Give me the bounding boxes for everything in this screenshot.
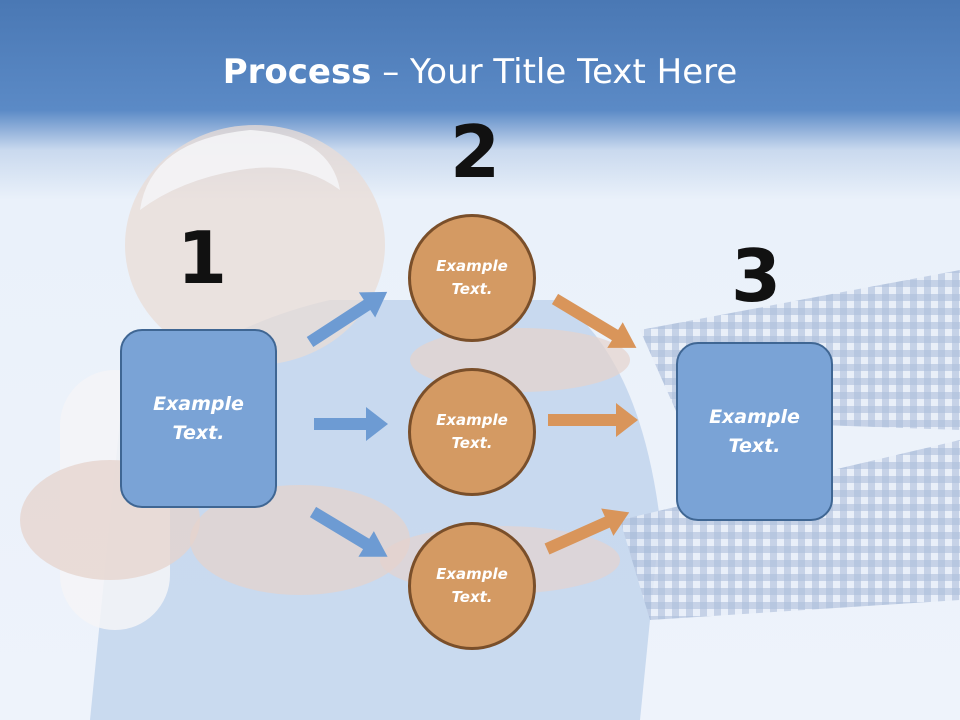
left-box-text: Example Text. <box>153 390 244 448</box>
blue-arrow-up <box>306 291 388 348</box>
blue-arrow-down <box>309 506 388 557</box>
orange-arrow-up <box>544 508 630 555</box>
right-box-text: Example Text. <box>709 403 800 461</box>
step-number-1: 1 <box>177 216 228 300</box>
blue-arrows <box>306 291 388 557</box>
right-box: Example Text. <box>676 342 833 521</box>
circle-2-line-1: Example <box>436 411 508 429</box>
circle-1-line-1: Example <box>436 257 508 275</box>
circle-1: Example Text. <box>408 214 536 342</box>
circle-2-line-2: Text. <box>451 434 493 452</box>
circle-3-line-2: Text. <box>451 588 493 606</box>
right-box-line-2: Text. <box>728 434 781 457</box>
circle-3-text: Example Text. <box>436 563 508 609</box>
right-box-line-1: Example <box>709 405 800 428</box>
left-box-line-2: Text. <box>172 421 225 444</box>
orange-arrows <box>544 293 638 555</box>
step-number-2: 2 <box>450 110 501 194</box>
circle-2-text: Example Text. <box>436 409 508 455</box>
left-box: Example Text. <box>120 329 277 508</box>
circle-3-line-1: Example <box>436 565 508 583</box>
blue-arrow-right <box>314 407 388 441</box>
circle-3: Example Text. <box>408 522 536 650</box>
title-bold: Process <box>222 52 372 92</box>
step-number-3: 3 <box>731 234 782 318</box>
circle-2: Example Text. <box>408 368 536 496</box>
left-box-line-1: Example <box>153 392 244 415</box>
orange-arrow-down <box>551 293 637 348</box>
slide-title: Process – Your Title Text Here <box>0 52 960 92</box>
orange-arrow-right <box>548 403 638 437</box>
circle-1-text: Example Text. <box>436 255 508 301</box>
circle-1-line-2: Text. <box>451 280 493 298</box>
title-rest: – Your Title Text Here <box>371 52 738 92</box>
